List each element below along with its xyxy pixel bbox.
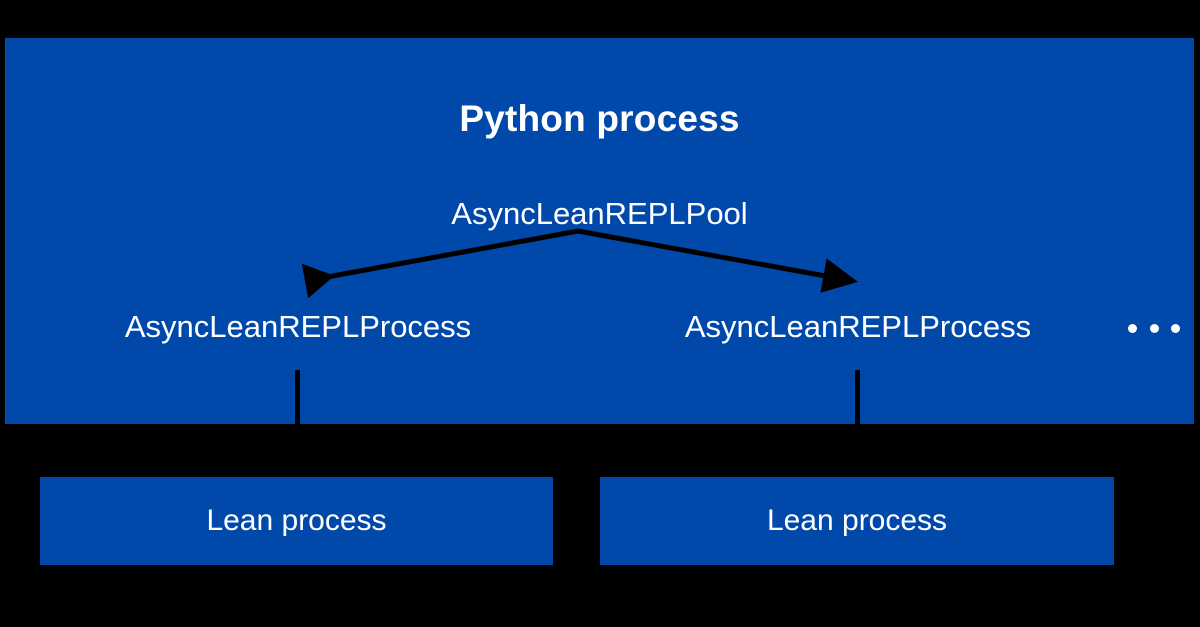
lean-process-label-1: Lean process — [206, 504, 387, 537]
async-lean-repl-process-label-1: AsyncLeanREPLProcess — [124, 309, 472, 344]
lean-process-box-2: Lean process — [600, 477, 1114, 565]
lean-process-box-1: Lean process — [40, 477, 553, 565]
connector-line-process-1 — [295, 370, 300, 425]
lean-process-label-2: Lean process — [766, 504, 948, 537]
ellipsis-dot-2 — [1149, 323, 1159, 333]
more-processes-ellipsis-icon — [1128, 320, 1180, 336]
connector-line-process-2 — [855, 370, 860, 425]
python-process-title: Python process — [459, 98, 740, 139]
ellipsis-dot-3 — [1171, 323, 1180, 333]
python-process-box: Python process AsyncLeanREPLPool — [5, 38, 1194, 424]
async-lean-repl-pool-label: AsyncLeanREPLPool — [451, 196, 748, 231]
async-lean-repl-process-label-2: AsyncLeanREPLProcess — [684, 309, 1032, 344]
ellipsis-dot-1 — [1128, 323, 1137, 333]
